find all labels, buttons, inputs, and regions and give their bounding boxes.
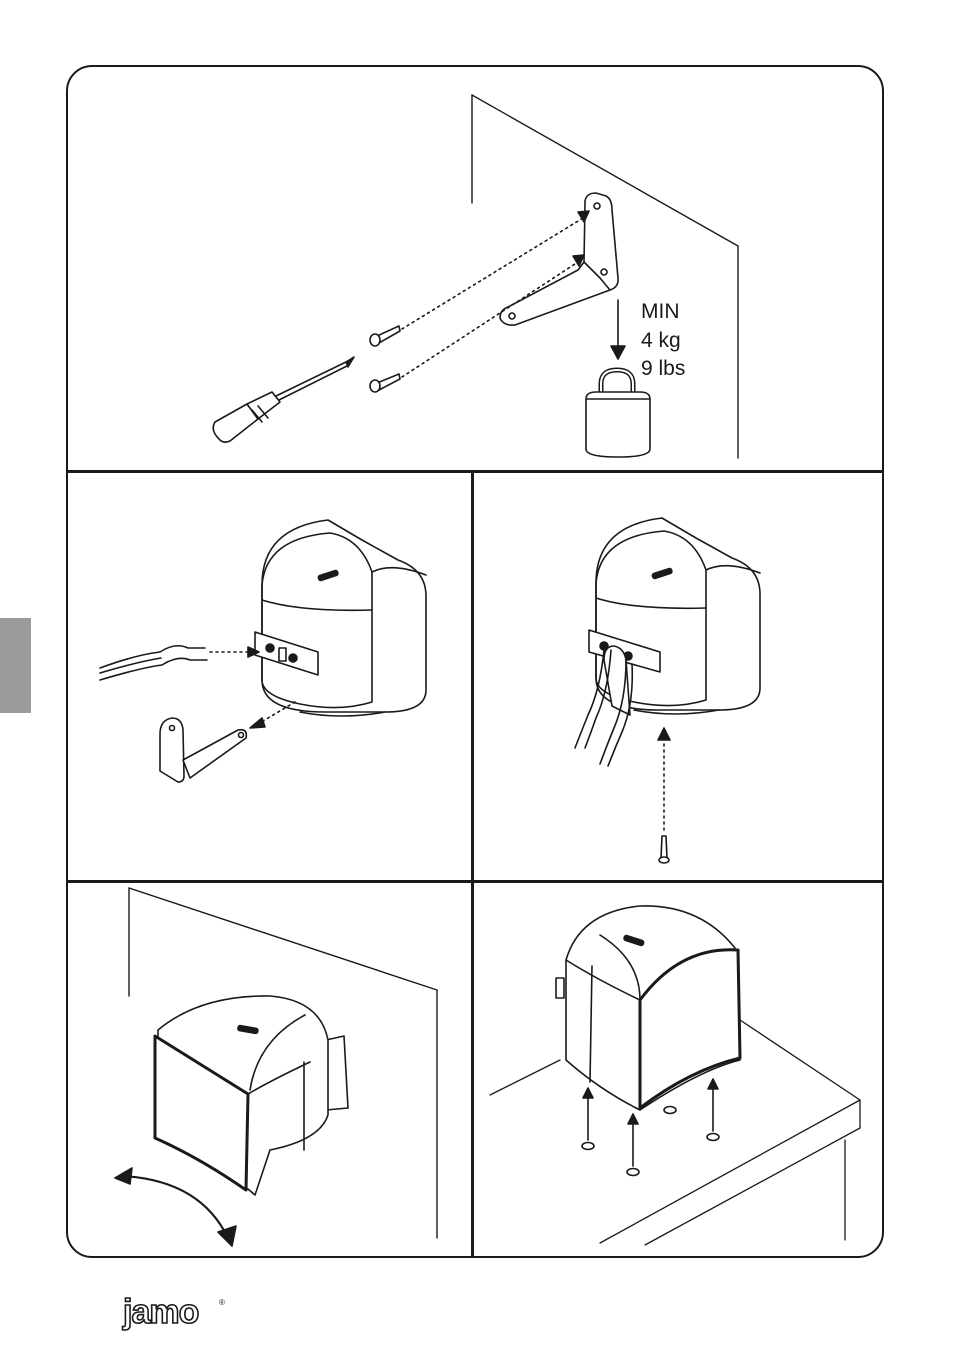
- rubber-foot-icon: [582, 1107, 719, 1176]
- weight-label-kg: 4 kg: [641, 330, 681, 351]
- brand-registered-mark: ®: [219, 1298, 225, 1307]
- screwdriver-icon: [213, 357, 354, 442]
- bracket-icon: [160, 718, 246, 782]
- weight-label-min: MIN: [641, 301, 680, 322]
- bracket-arrow: [250, 702, 295, 728]
- brand-logo: jamo: [123, 1293, 198, 1332]
- padlock-weight-icon: [586, 370, 650, 457]
- bracket-icon: [500, 193, 618, 325]
- rotate-arrow-icon: [115, 1168, 236, 1246]
- speaker-wire-icon: [100, 646, 207, 680]
- wire-arrow: [210, 647, 259, 657]
- weight-arrow: [611, 300, 625, 359]
- bracket-icon: [326, 1036, 348, 1110]
- screw-icon: [659, 836, 669, 863]
- screw-arrow-up: [658, 728, 670, 830]
- speaker-icon: [262, 520, 426, 716]
- screw-icon: [370, 326, 400, 392]
- weight-label-lbs: 9 lbs: [641, 358, 685, 379]
- speaker-icon: [155, 996, 328, 1195]
